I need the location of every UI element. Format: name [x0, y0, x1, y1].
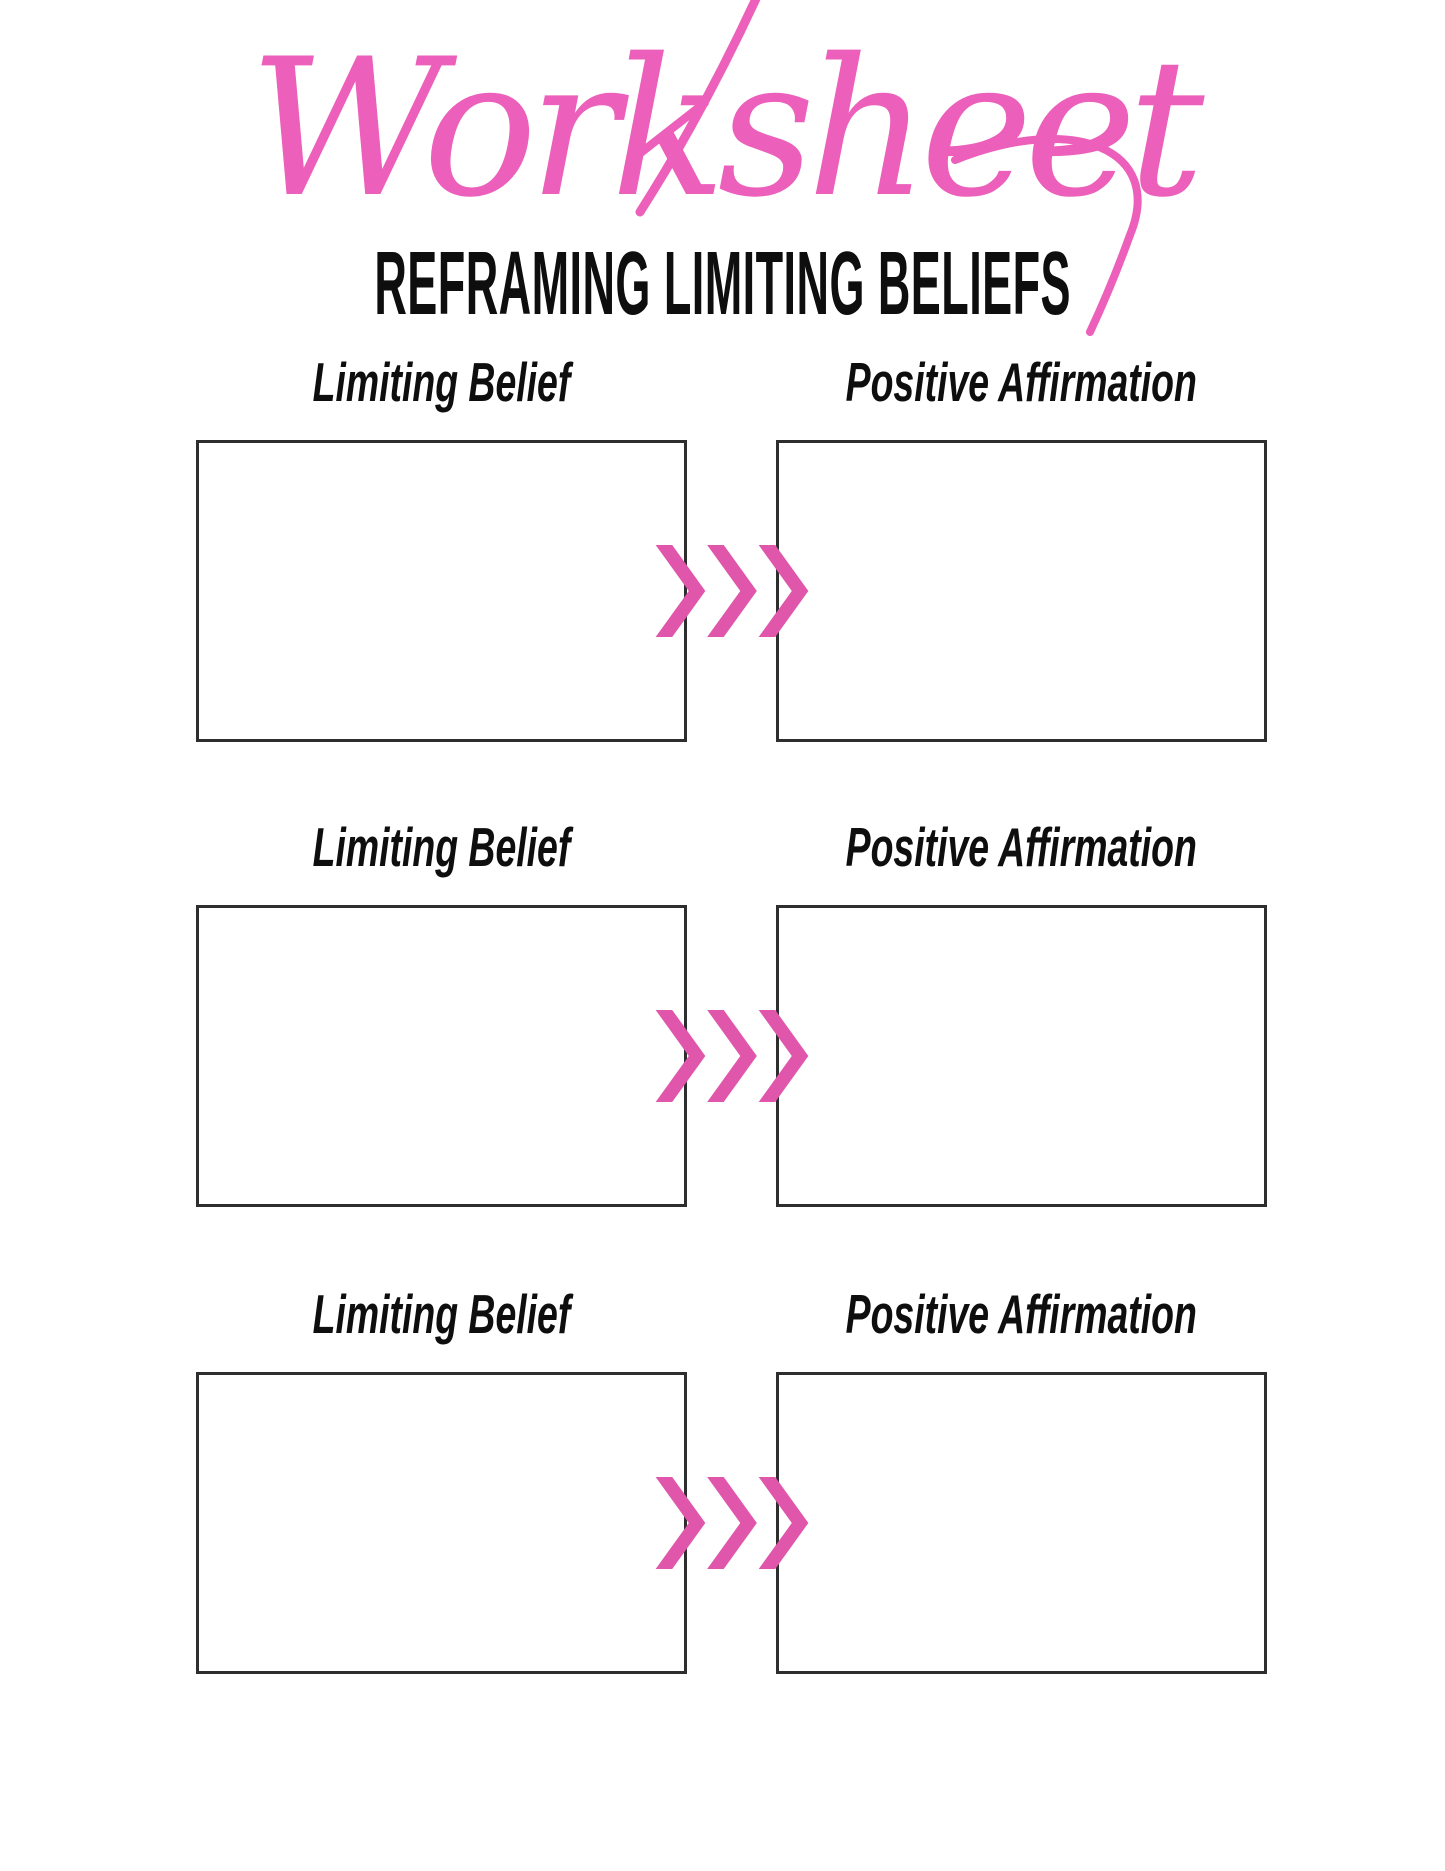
limiting-belief-label-row2: Limiting Belief: [196, 820, 687, 876]
label-text: Limiting Belief: [312, 351, 571, 413]
label-text: Limiting Belief: [312, 816, 571, 878]
limiting-belief-label-row1: Limiting Belief: [196, 355, 687, 411]
limiting-belief-box-row1[interactable]: [196, 440, 687, 742]
limiting-belief-box-row3[interactable]: [196, 1372, 687, 1674]
page-title: REFRAMING LIMITING BELIEFS: [374, 234, 1071, 334]
script-title: Worksheet: [249, 18, 1204, 239]
label-text: Limiting Belief: [312, 1283, 571, 1345]
triple-chevron-right-icon: [650, 1010, 814, 1102]
positive-affirmation-box-row1[interactable]: [776, 440, 1267, 742]
triple-chevron-right-icon: [650, 1477, 814, 1569]
positive-affirmation-label-row1: Positive Affirmation: [776, 355, 1267, 411]
positive-affirmation-label-row3: Positive Affirmation: [776, 1287, 1267, 1343]
limiting-belief-label-row3: Limiting Belief: [196, 1287, 687, 1343]
positive-affirmation-box-row2[interactable]: [776, 905, 1267, 1207]
label-text: Positive Affirmation: [845, 351, 1198, 413]
triple-chevron-right-icon: [650, 545, 814, 637]
label-text: Positive Affirmation: [845, 1283, 1198, 1345]
positive-affirmation-label-row2: Positive Affirmation: [776, 820, 1267, 876]
label-text: Positive Affirmation: [845, 816, 1198, 878]
limiting-belief-box-row2[interactable]: [196, 905, 687, 1207]
positive-affirmation-box-row3[interactable]: [776, 1372, 1267, 1674]
